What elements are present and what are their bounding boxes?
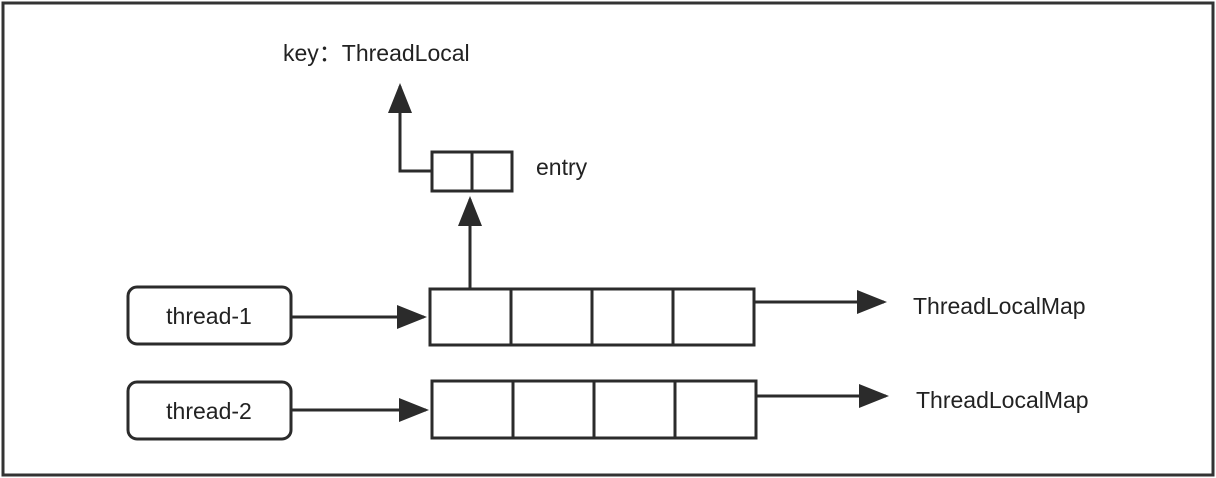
key-label: key：ThreadLocal xyxy=(283,40,470,66)
entry-label: entry xyxy=(536,154,588,180)
map-1-label: ThreadLocalMap xyxy=(913,293,1086,319)
map-1-cell xyxy=(509,287,594,347)
entry-cell-value xyxy=(470,150,514,193)
thread-2-map xyxy=(430,379,758,440)
map-2-label: ThreadLocalMap xyxy=(916,387,1089,413)
map-1-cell xyxy=(590,287,675,347)
map-2-cell xyxy=(430,379,515,440)
map-2-cell xyxy=(511,379,596,440)
map-1-cell xyxy=(671,287,756,347)
arrow-entry-to-key xyxy=(388,83,432,173)
thread-2-label: thread-2 xyxy=(166,398,252,424)
thread-1-map xyxy=(428,287,756,347)
map-2-cell xyxy=(673,379,758,440)
thread-1-label: thread-1 xyxy=(166,303,252,329)
map-2-cell xyxy=(592,379,677,440)
map-1-cell xyxy=(428,287,513,347)
entry-box xyxy=(430,150,514,193)
entry-cell-key xyxy=(430,150,474,193)
